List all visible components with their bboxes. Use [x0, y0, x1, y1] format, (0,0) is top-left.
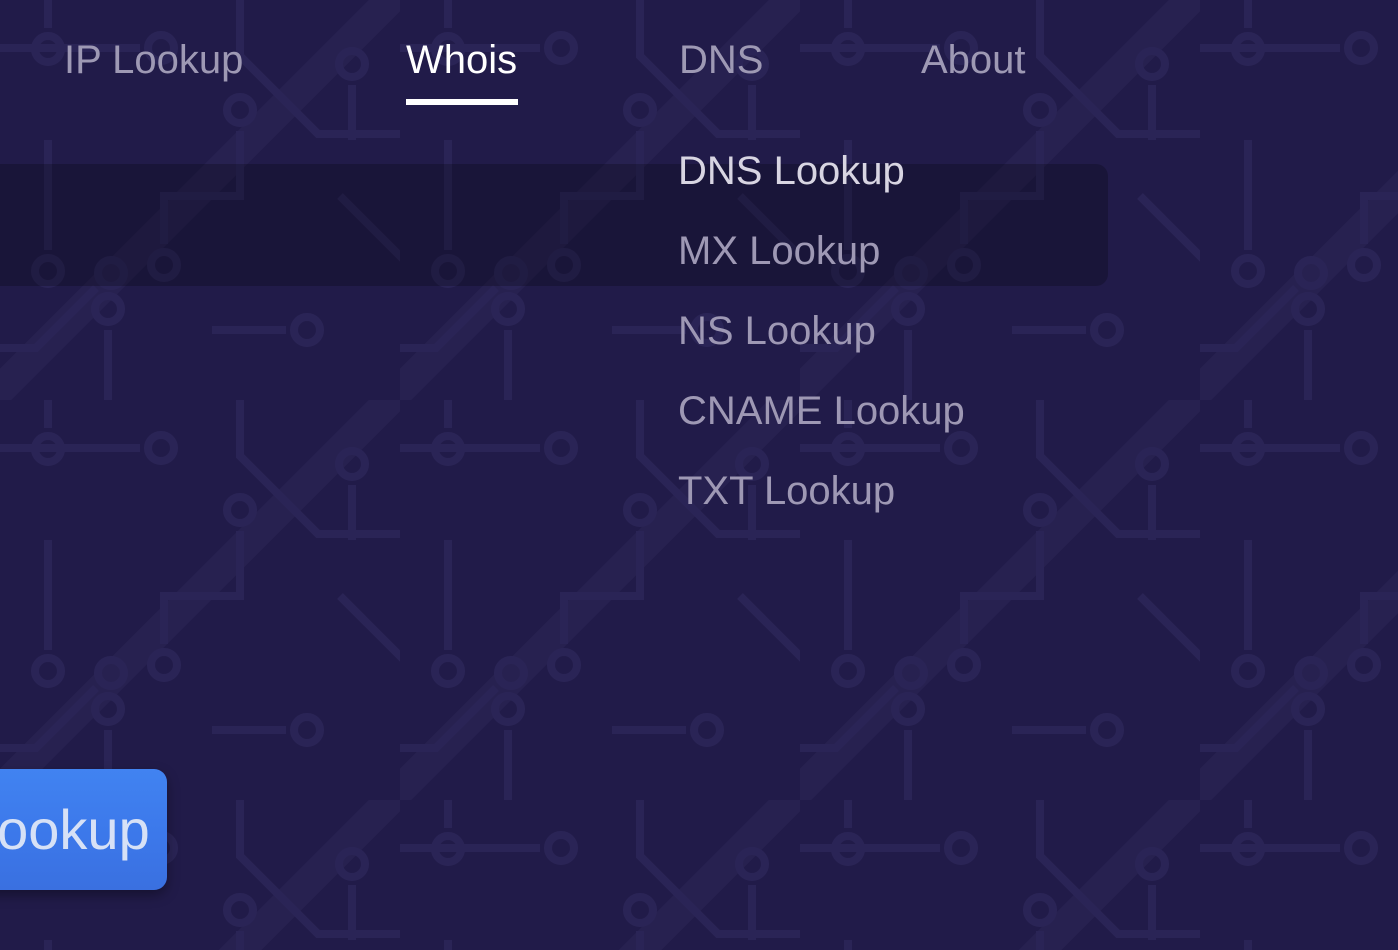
menu-item-mx-lookup[interactable]: MX Lookup [678, 229, 881, 273]
menu-item-txt-lookup[interactable]: TXT Lookup [678, 469, 896, 513]
lookup-button[interactable]: Lookup [0, 769, 167, 890]
active-tab-underline [406, 99, 518, 105]
nav-item-whois[interactable]: Whois [406, 38, 518, 82]
nav-item-dns[interactable]: DNS [679, 38, 764, 82]
nav-item-about[interactable]: About [921, 38, 1026, 82]
menu-item-dns-lookup[interactable]: DNS Lookup [678, 149, 905, 193]
whois-query-input[interactable] [0, 164, 1108, 286]
nav-item-ip-lookup[interactable]: IP Lookup [64, 38, 244, 82]
dns-dropdown-menu: DNS Lookup MX Lookup NS Lookup CNAME Loo… [678, 131, 965, 531]
menu-item-cname-lookup[interactable]: CNAME Lookup [678, 389, 965, 433]
top-nav: IP Lookup Whois DNS About [0, 0, 1398, 130]
menu-item-ns-lookup[interactable]: NS Lookup [678, 309, 876, 353]
lookup-button-label: Lookup [0, 798, 150, 861]
